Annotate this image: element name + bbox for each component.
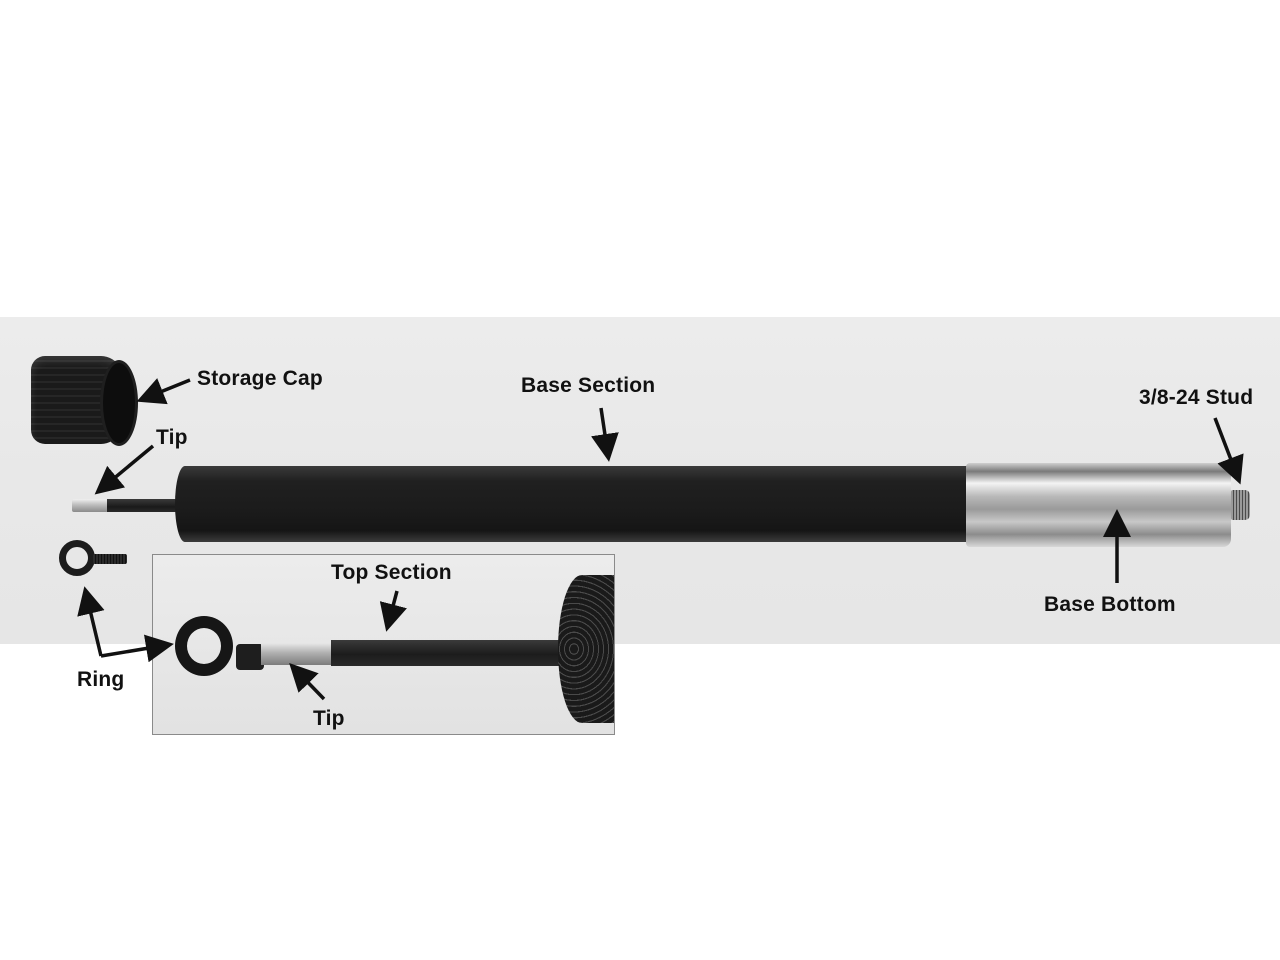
inset-base-end-face [558, 575, 614, 723]
base-section-part [175, 466, 975, 542]
label-tip-inset: Tip [313, 707, 345, 730]
label-base-bottom: Base Bottom [1044, 593, 1176, 616]
inset-tip-part [261, 643, 331, 665]
base-bottom-part [966, 463, 1231, 547]
ring-shank-part [93, 554, 127, 564]
ring-part [59, 540, 95, 576]
stud-part [1231, 490, 1250, 520]
label-storage-cap: Storage Cap [197, 367, 323, 390]
tip-part [72, 499, 108, 512]
label-ring: Ring [77, 668, 125, 691]
label-top-section: Top Section [331, 561, 452, 584]
inset-top-section-part [331, 640, 567, 666]
label-tip: Tip [156, 426, 188, 449]
label-stud: 3/8-24 Stud [1139, 386, 1254, 409]
inset-ring-part [175, 616, 233, 676]
detail-inset [152, 554, 615, 735]
top-section-rod-part [107, 499, 177, 512]
inset-ring-collar [236, 644, 264, 670]
storage-cap-rim [100, 360, 138, 446]
label-base-section: Base Section [521, 374, 656, 397]
